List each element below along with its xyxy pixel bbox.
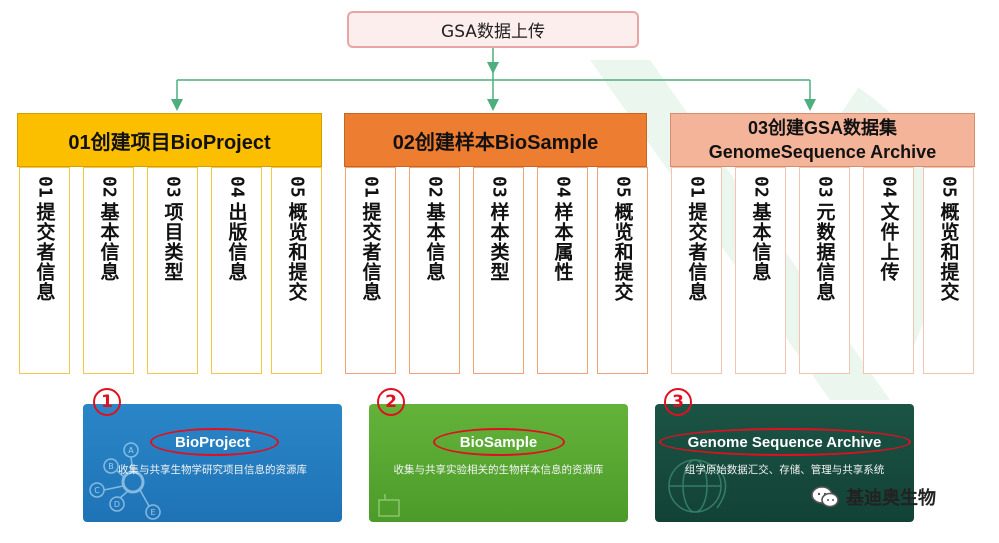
highlight-oval	[659, 428, 911, 456]
molecule-letter: D	[114, 500, 120, 509]
step-column: 04 出版信息	[211, 167, 262, 374]
step-number: 02	[750, 176, 772, 198]
step-column: 01 提交者信息	[345, 167, 396, 374]
brand-watermark: 基迪奥生物	[810, 484, 936, 510]
step-number: 02	[424, 176, 446, 198]
step-column: 02 基本信息	[83, 167, 134, 374]
molecule-decoration-icon: A B C D E	[89, 442, 161, 520]
bioproject-card: A B C D E BioProject 收集与共享生物学研究项目信息的资源库	[83, 404, 342, 522]
molecule-letter: E	[150, 508, 155, 517]
step-badge: 2	[377, 388, 405, 416]
highlight-oval	[150, 428, 279, 456]
step-label: 提交者信息	[33, 201, 56, 302]
molecule-letter: A	[128, 446, 134, 455]
step-number: 03	[814, 176, 836, 198]
molecule-letter: B	[108, 462, 114, 471]
step-label: 基本信息	[749, 201, 772, 282]
step-label: 提交者信息	[359, 201, 382, 302]
step-column: 04 样本属性	[537, 167, 588, 374]
card-description: 收集与共享实验相关的生物样本信息的资源库	[393, 464, 604, 476]
biosample-card: BioSample 收集与共享实验相关的生物样本信息的资源库	[369, 404, 628, 522]
step-number: 05	[938, 176, 960, 198]
step-label: 项目类型	[161, 201, 184, 282]
highlight-oval	[433, 428, 565, 456]
step-number: 01	[34, 176, 56, 198]
step-number: 04	[878, 176, 900, 198]
step-label: 基本信息	[97, 201, 120, 282]
step-label: 提交者信息	[685, 201, 708, 302]
step-number: 04	[226, 176, 248, 198]
step-column: 04 文件上传	[863, 167, 914, 374]
section-gsa-title-line2: GenomeSequence Archive	[708, 142, 937, 162]
step-column: 05 概览和提交	[923, 167, 974, 374]
step-label: 概览和提交	[611, 201, 634, 302]
step-number: 01	[686, 176, 708, 198]
step-column: 02 基本信息	[735, 167, 786, 374]
step-column: 01 提交者信息	[19, 167, 70, 374]
step-label: 元数据信息	[813, 201, 836, 302]
gsa-upload-title: GSA数据上传	[347, 11, 639, 48]
step-column: 03 样本类型	[473, 167, 524, 374]
step-number: 03	[488, 176, 510, 198]
molecule-letter: C	[94, 486, 100, 495]
step-label: 样本属性	[551, 201, 574, 282]
step-label: 文件上传	[877, 201, 900, 282]
section-biosample-header: 02创建样本BioSample	[344, 113, 647, 167]
step-number: 05	[286, 176, 308, 198]
step-label: 概览和提交	[285, 201, 308, 302]
step-column: 05 概览和提交	[597, 167, 648, 374]
wechat-icon	[811, 486, 839, 508]
step-number: 02	[98, 176, 120, 198]
step-label: 样本类型	[487, 201, 510, 282]
sample-decoration-icon	[378, 494, 400, 517]
dna-globe-decoration-icon	[668, 459, 727, 513]
step-number: 05	[612, 176, 634, 198]
section-gsa-header: 03创建GSA数据集 GenomeSequence Archive	[670, 113, 975, 167]
step-column: 03 项目类型	[147, 167, 198, 374]
section-bioproject-header: 01创建项目BioProject	[17, 113, 322, 167]
step-number: 03	[162, 176, 184, 198]
step-label: 基本信息	[423, 201, 446, 282]
step-column: 01 提交者信息	[671, 167, 722, 374]
step-column: 03 元数据信息	[799, 167, 850, 374]
step-column: 02 基本信息	[409, 167, 460, 374]
section-gsa-title-line1: 03创建GSA数据集	[747, 118, 898, 138]
step-column: 05 概览和提交	[271, 167, 322, 374]
step-number: 04	[552, 176, 574, 198]
step-label: 概览和提交	[937, 201, 960, 302]
step-badge: 1	[93, 388, 121, 416]
step-number: 01	[360, 176, 382, 198]
card-description: 收集与共享生物学研究项目信息的资源库	[118, 464, 307, 476]
card-description: 组学原始数据汇交、存储、管理与共享系统	[684, 464, 885, 476]
step-badge: 3	[664, 388, 692, 416]
step-label: 出版信息	[225, 201, 248, 282]
brand-name: 基迪奥生物	[846, 488, 936, 509]
gsa-card: Genome Sequence Archive 组学原始数据汇交、存储、管理与共…	[655, 404, 914, 522]
